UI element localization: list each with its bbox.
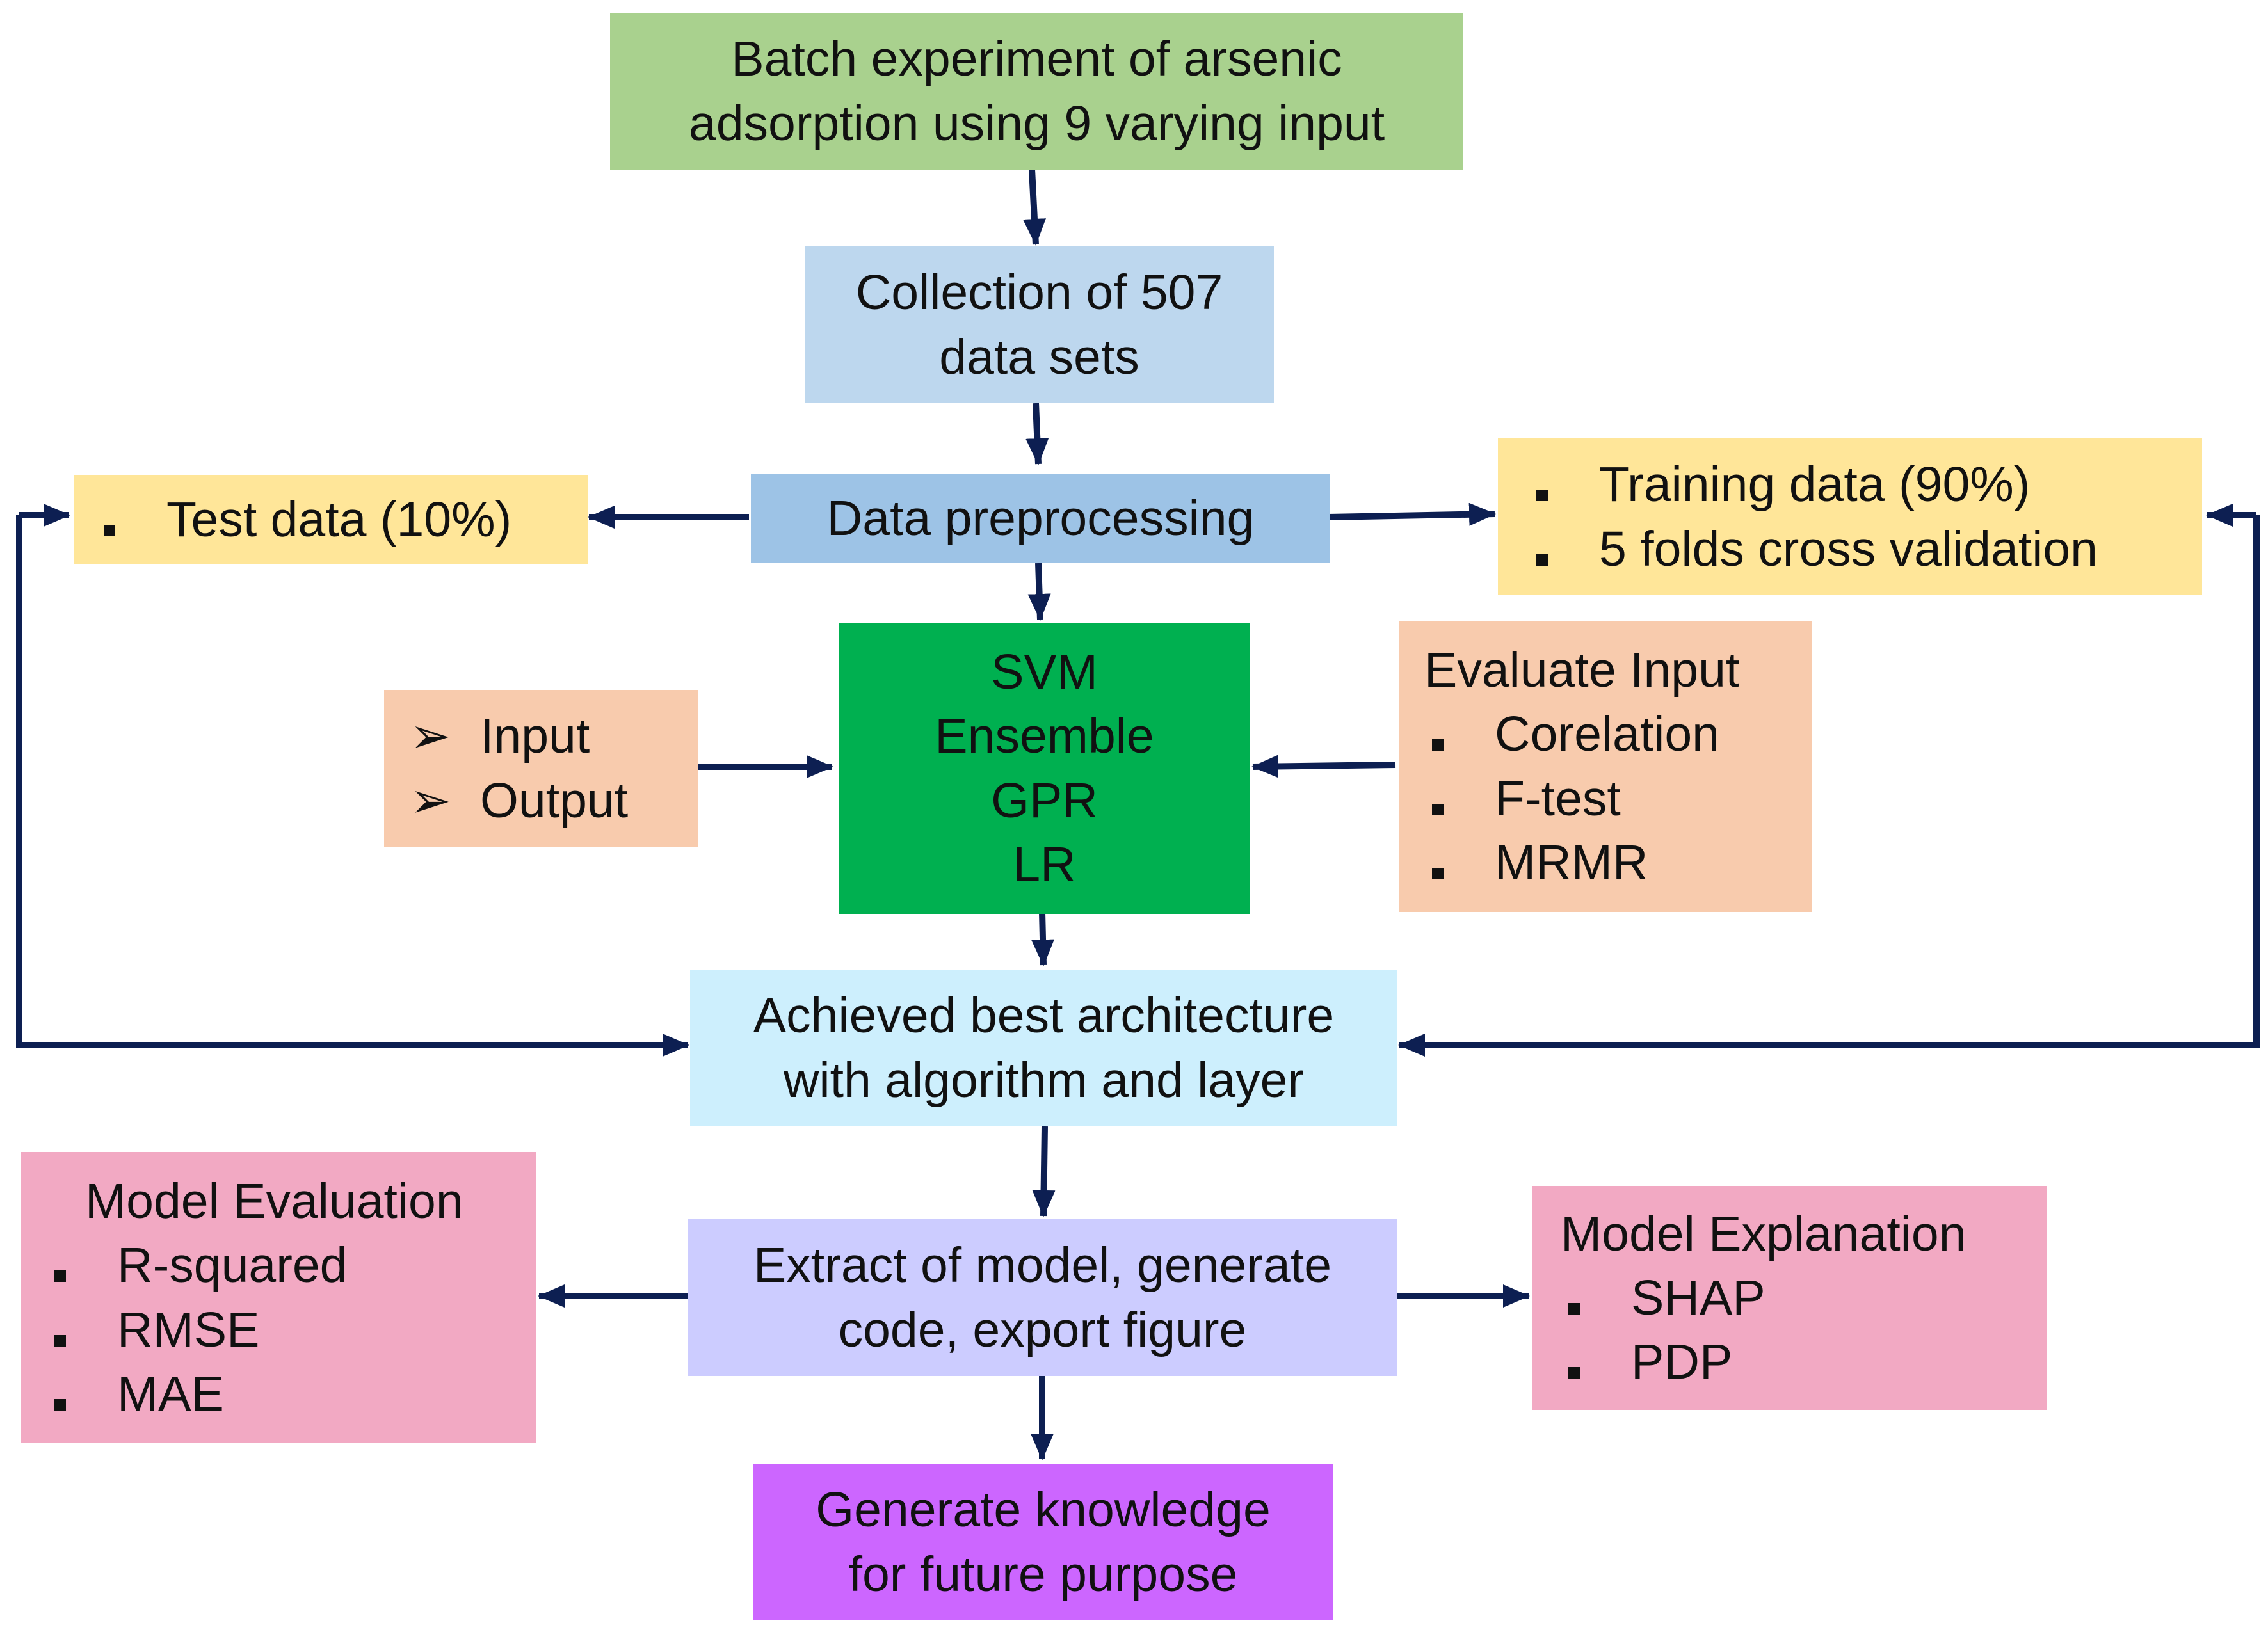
bullet-square-icon	[1432, 803, 1444, 815]
arrow-best-to-extract	[1032, 1126, 1056, 1217]
cross-validation-item: 5 folds cross validation	[1529, 517, 2202, 581]
bullet-square-icon	[1568, 1367, 1580, 1379]
data-preprocessing-box: Data preprocessing	[751, 474, 1330, 563]
batch-line-1: Batch experiment of arsenic	[731, 31, 1342, 87]
model-explanation-box: Model Explanation SHAP PDP	[1532, 1186, 2047, 1410]
mae-item: MAE	[47, 1362, 536, 1426]
best-line-2: with algorithm and layer	[783, 1052, 1305, 1108]
test-data-box: Test data (10%)	[74, 475, 588, 564]
bullet-square-icon	[1432, 867, 1444, 879]
model-gpr: GPR	[991, 772, 1098, 828]
collection-line-1: Collection of 507	[855, 265, 1223, 321]
knowledge-line-1: Generate knowledge	[816, 1482, 1271, 1538]
training-data-box: Training data (90%) 5 folds cross valida…	[1498, 438, 2202, 595]
bullet-square-icon	[1432, 739, 1444, 751]
output-item: ➢Output	[410, 769, 698, 833]
bullet-square-icon	[54, 1334, 66, 1347]
models-box: SVM Ensemble GPR LR	[839, 623, 1250, 914]
bullet-square-icon	[1536, 554, 1548, 566]
preprocessing-label: Data preprocessing	[826, 490, 1255, 546]
model-lr: LR	[1013, 836, 1076, 892]
evaluate-input-box: Evaluate Input Corelation F-test MRMR	[1399, 621, 1812, 912]
model-evaluation-box: Model Evaluation R-squared RMSE MAE	[21, 1152, 536, 1443]
model-evaluation-title: Model Evaluation	[85, 1174, 463, 1229]
training-data-item: Training data (90%)	[1529, 452, 2202, 516]
extract-model-box: Extract of model, generate code, export …	[688, 1219, 1397, 1376]
model-explanation-title: Model Explanation	[1561, 1206, 1966, 1261]
shap-item: SHAP	[1561, 1266, 2047, 1330]
best-architecture-box: Achieved best architecture with algorith…	[690, 970, 1397, 1126]
arrow-batch-to-collection	[1022, 169, 1046, 246]
r-squared-item: R-squared	[47, 1233, 536, 1297]
arrow-preprocessing-to-models	[1027, 563, 1051, 621]
rmse-item: RMSE	[47, 1298, 536, 1362]
mrmr-item: MRMR	[1424, 831, 1812, 895]
bullet-square-icon	[1568, 1302, 1580, 1315]
extract-line-1: Extract of model, generate	[753, 1238, 1332, 1293]
bullet-square-icon	[54, 1398, 66, 1411]
best-line-1: Achieved best architecture	[753, 988, 1335, 1044]
loop-right-connector	[1398, 515, 2260, 1057]
evaluate-input-title: Evaluate Input	[1424, 643, 1740, 698]
bullet-square-icon	[104, 524, 115, 536]
arrow-collection-to-preprocessing	[1025, 403, 1049, 465]
extract-line-2: code, export figure	[838, 1302, 1247, 1357]
arrow-preprocessing-to-training	[1328, 502, 1496, 526]
test-data-item: Test data (10%)	[96, 488, 588, 552]
data-collection-box: Collection of 507 data sets	[805, 246, 1274, 403]
collection-line-2: data sets	[939, 329, 1139, 385]
f-test-item: F-test	[1424, 767, 1812, 831]
model-svm: SVM	[991, 644, 1098, 700]
bullet-square-icon	[1536, 490, 1548, 502]
arrow-bullet-icon: ➢	[410, 772, 451, 828]
pdp-item: PDP	[1561, 1330, 2047, 1394]
arrow-evaluate-to-models	[1251, 755, 1396, 778]
correlation-item: Corelation	[1424, 702, 1812, 766]
loop-left-connector	[16, 515, 689, 1057]
arrow-models-to-best	[1031, 911, 1055, 966]
input-output-box: ➢Input ➢Output	[384, 690, 698, 847]
bullet-square-icon	[54, 1270, 66, 1283]
model-ensemble: Ensemble	[935, 708, 1154, 764]
batch-line-2: adsorption using 9 varying input	[688, 95, 1385, 151]
input-item: ➢Input	[410, 704, 698, 768]
batch-experiment-box: Batch experiment of arsenic adsorption u…	[610, 13, 1463, 170]
arrow-bullet-icon: ➢	[410, 708, 451, 764]
knowledge-line-2: for future purpose	[848, 1546, 1238, 1602]
generate-knowledge-box: Generate knowledge for future purpose	[753, 1464, 1333, 1620]
